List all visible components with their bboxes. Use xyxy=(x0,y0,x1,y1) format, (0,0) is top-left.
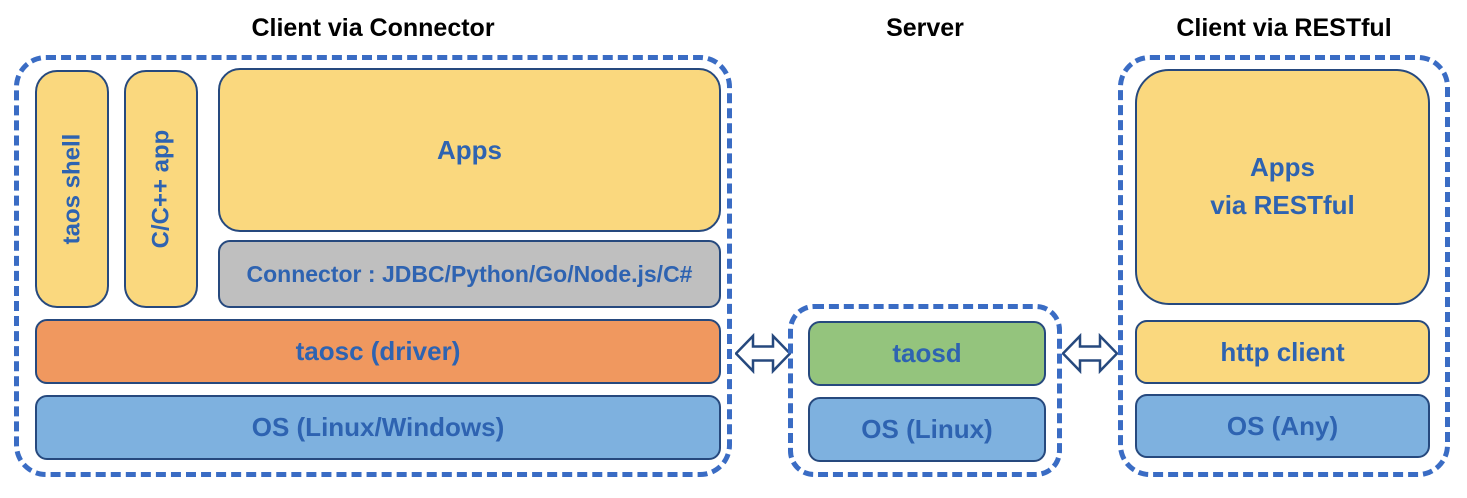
apps-via-restful-box: Apps via RESTful xyxy=(1135,69,1430,305)
apps-box: Apps xyxy=(218,68,721,232)
os-linux-windows-label: OS (Linux/Windows) xyxy=(251,412,505,442)
section-title-client-restful: Client via RESTful xyxy=(1176,14,1392,42)
cpp-app-box: C/C++ app xyxy=(124,70,198,308)
bidirectional-arrow-icon-left xyxy=(735,332,791,375)
apps-label: Apps xyxy=(437,134,502,165)
os-any-box: OS (Any) xyxy=(1135,394,1430,458)
os-linux-label: OS (Linux) xyxy=(861,414,993,444)
taos-shell-box: taos shell xyxy=(35,70,109,308)
bidirectional-arrow-icon-right xyxy=(1062,332,1118,375)
section-title-server: Server xyxy=(886,14,964,42)
connector-label: Connector : JDBC/Python/Go/Node.js/C# xyxy=(246,260,693,287)
taosc-driver-label: taosc (driver) xyxy=(295,336,461,366)
taosd-box: taosd xyxy=(808,321,1046,386)
apps-via-restful-label-line2: via RESTful xyxy=(1210,190,1355,220)
taosc-driver-box: taosc (driver) xyxy=(35,319,721,384)
os-linux-windows-box: OS (Linux/Windows) xyxy=(35,395,721,460)
http-client-box: http client xyxy=(1135,320,1430,384)
client-connector-group-box xyxy=(14,55,732,477)
taosd-label: taosd xyxy=(892,338,962,368)
server-group-box xyxy=(788,304,1062,477)
apps-via-restful-label-line1: Apps xyxy=(1250,152,1315,183)
connector-box: Connector : JDBC/Python/Go/Node.js/C# xyxy=(218,240,721,308)
os-any-label: OS (Any) xyxy=(1226,410,1339,441)
os-linux-box: OS (Linux) xyxy=(808,397,1046,462)
section-title-client-connector: Client via Connector xyxy=(251,14,495,42)
cpp-app-label: C/C++ app xyxy=(147,129,175,249)
http-client-label: http client xyxy=(1220,336,1345,367)
client-restful-group-box xyxy=(1118,55,1450,477)
taos-shell-label: taos shell xyxy=(58,133,85,245)
